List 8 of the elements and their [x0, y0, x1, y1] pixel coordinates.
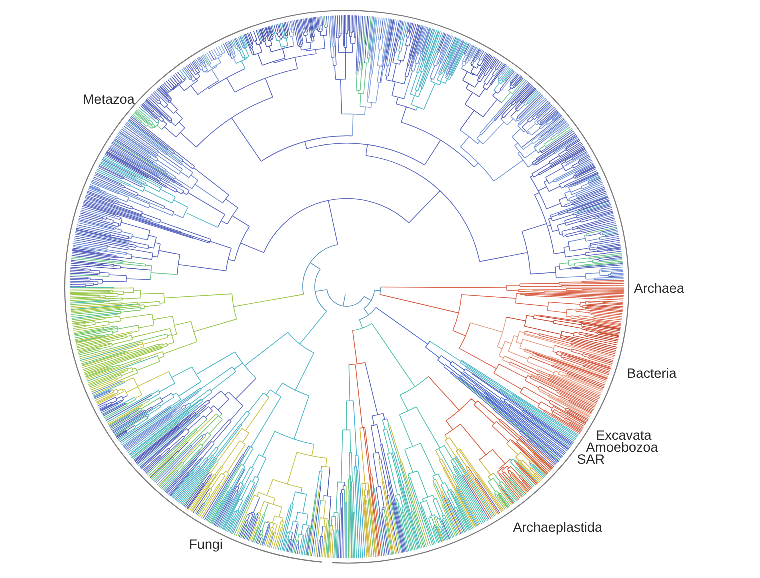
clade-label: Metazoa — [84, 94, 135, 104]
clade-label: SAR — [578, 454, 604, 464]
clade-label: Fungi — [190, 539, 222, 552]
clade-label: Excavata — [597, 430, 652, 440]
clade-label: Archaea — [634, 283, 684, 294]
clade-label: Bacteria — [628, 368, 677, 378]
clade-label: Amoebozoa — [586, 442, 658, 452]
clade-label: Archaeplastida — [513, 522, 602, 535]
